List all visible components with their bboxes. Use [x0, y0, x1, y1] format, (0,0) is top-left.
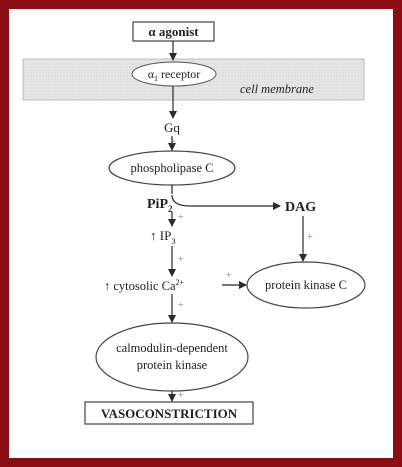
plus-sign: + — [178, 300, 184, 311]
signaling-diagram: cell membrane α agonist α1 receptor Gq p… — [22, 21, 366, 425]
cytosolic-ca-label: ↑ cytosolic Ca2+ — [104, 278, 185, 293]
protein-kinase-c-label: protein kinase C — [265, 278, 347, 292]
diagram-frame: cell membrane α agonist α1 receptor Gq p… — [9, 9, 393, 458]
ip3-main: IP — [157, 228, 172, 243]
gq-label: Gq — [164, 120, 180, 135]
cell-membrane-label: cell membrane — [240, 82, 314, 96]
pip2-sub: 2 — [168, 204, 173, 214]
ca-main: cytosolic Ca — [110, 279, 176, 293]
plus-sign: + — [226, 270, 232, 281]
ip3-label: ↑ IP3 — [150, 228, 176, 246]
plus-sign: + — [178, 254, 184, 265]
receptor-ellipse — [131, 61, 217, 87]
receptor-alpha: α — [148, 67, 155, 81]
dag-label: DAG — [285, 200, 316, 215]
pip2-main: PiP — [147, 197, 168, 212]
phospholipase-c-label: phospholipase C — [131, 161, 214, 175]
ca-sup: 2+ — [176, 278, 185, 287]
calmodulin-kinase-ellipse — [95, 322, 249, 392]
vasoconstriction-label: VASOCONSTRICTION — [101, 406, 238, 421]
plus-sign: + — [178, 212, 184, 223]
ip3-sub: 3 — [171, 236, 175, 246]
receptor-sub: 1 — [154, 74, 158, 83]
calmodulin-line2: protein kinase — [137, 358, 208, 372]
pip2-label: PiP2 — [147, 197, 173, 214]
plus-sign: + — [170, 137, 176, 148]
arrow-pip2-dag — [171, 194, 281, 210]
ip3-arrow: ↑ — [150, 228, 157, 243]
calmodulin-line1: calmodulin-dependent — [116, 341, 228, 355]
plus-sign: + — [307, 232, 313, 243]
receptor-rest: receptor — [158, 67, 200, 81]
protein-kinase-c-ellipse — [246, 261, 366, 309]
vasoconstriction-box — [84, 401, 254, 425]
plus-sign: + — [178, 390, 184, 401]
ca-arrow: ↑ — [104, 279, 110, 293]
receptor-label: α1 receptor — [148, 67, 201, 83]
alpha-agonist-label: α agonist — [148, 24, 199, 39]
